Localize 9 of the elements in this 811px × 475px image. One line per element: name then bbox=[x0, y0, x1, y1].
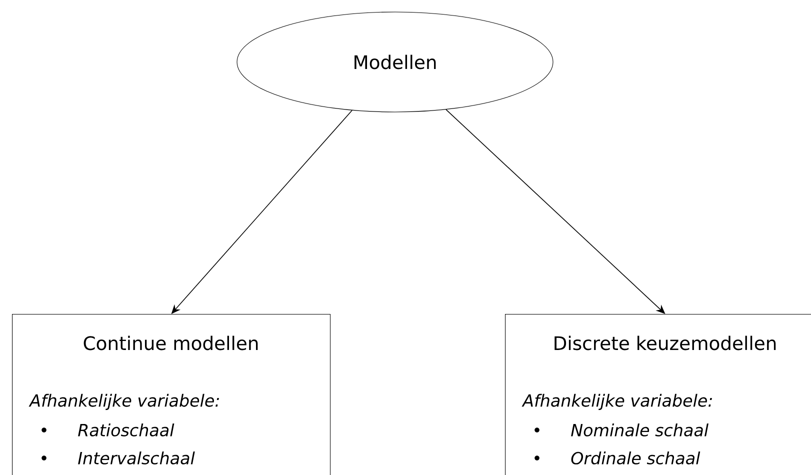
list-item: Ratioschaal bbox=[42, 424, 174, 436]
box-heading: Discrete keuzemodellen bbox=[554, 336, 776, 350]
list-item: Nominale schaal bbox=[534, 424, 708, 436]
oval-node: Modellen bbox=[236, 12, 554, 112]
box-heading: Continue modellen bbox=[84, 336, 258, 350]
list-intro: Afhankelijke variabele: bbox=[28, 394, 219, 410]
list-item: Intervalschaal bbox=[42, 452, 195, 464]
list-item: Ordinale schaal bbox=[534, 452, 700, 464]
list-intro: Afhankelijke variabele: bbox=[522, 394, 712, 410]
